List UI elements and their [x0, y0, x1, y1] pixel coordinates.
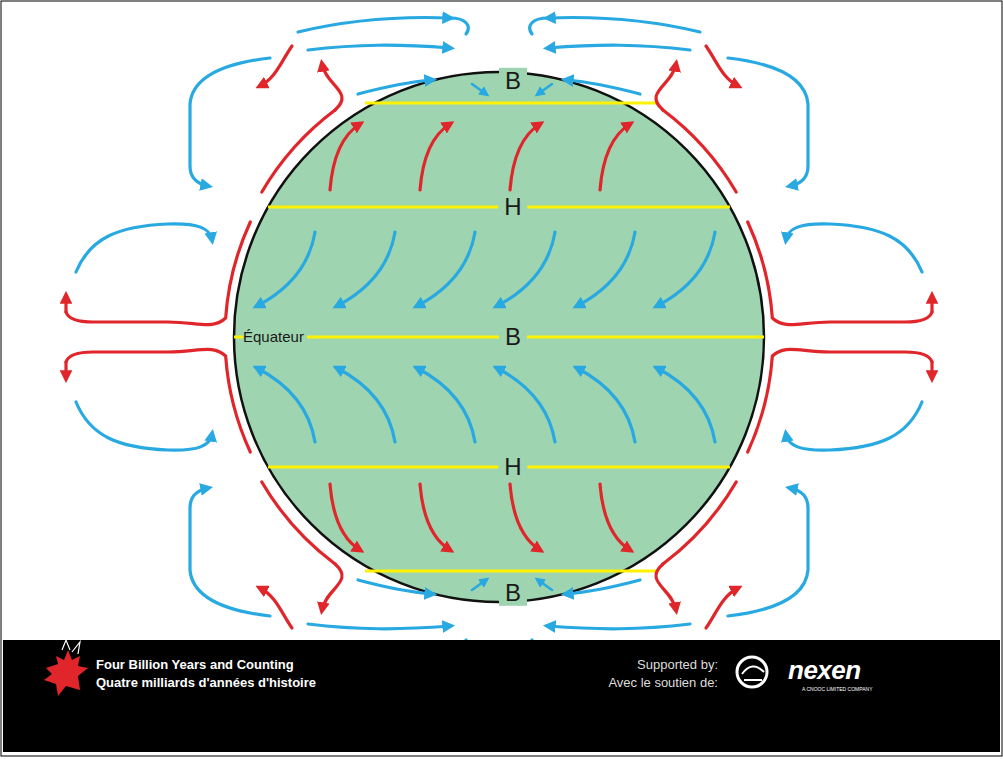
cold-wind-arrow [728, 488, 808, 616]
cold-wind-arrow [76, 224, 212, 272]
cold-wind-arrow [190, 58, 270, 186]
warm-wind-arrow [600, 124, 630, 190]
maple-leaf-logo [44, 650, 88, 696]
series-title: Four Billion Years and Counting [96, 658, 294, 672]
warm-wind-arrow [600, 484, 630, 550]
warm-wind-arrow [330, 484, 360, 550]
cold-wind-arrow [417, 368, 475, 442]
cold-wind-arrow [76, 402, 212, 450]
circulation-line [748, 349, 932, 452]
pressure-label: B [499, 68, 527, 94]
sponsor-note: Supported by: [637, 658, 718, 672]
pressure-label: H [498, 454, 527, 480]
warm-wind-arrow [420, 484, 450, 550]
sponsor-logo: nexen [788, 656, 861, 685]
circulation-line [66, 222, 250, 325]
cold-wind-arrow [657, 368, 715, 442]
cold-wind-arrow [257, 368, 315, 442]
warm-wind-arrow [706, 588, 738, 628]
warm-wind-arrow [330, 124, 360, 190]
circulation-line [530, 18, 548, 34]
circulation-line [262, 110, 335, 192]
cold-wind-arrow [190, 488, 270, 616]
cold-wind-arrow [497, 232, 555, 306]
cold-wind-arrow [358, 580, 432, 594]
cold-wind-arrow [298, 18, 450, 32]
cold-wind-arrow [577, 368, 635, 442]
footer-bar [3, 640, 1000, 752]
series-title: Quatre milliards d'années d'histoire [96, 676, 316, 690]
pressure-label: H [498, 194, 527, 220]
warm-wind-arrow [260, 588, 292, 628]
cold-wind-arrow [786, 402, 922, 450]
circulation-line [663, 482, 736, 564]
cold-wind-arrow [472, 84, 486, 94]
sponsor-note: Avec le soutien de: [608, 676, 718, 690]
cold-wind-arrow [337, 368, 395, 442]
cold-wind-arrow [337, 232, 395, 306]
warm-wind-arrow [930, 296, 933, 312]
cold-wind-arrow [358, 80, 432, 94]
latitude-line [365, 102, 657, 105]
pressure-label: B [499, 580, 527, 606]
warm-wind-arrow [322, 64, 342, 110]
warm-wind-arrow [64, 362, 67, 378]
warm-wind-arrow [260, 46, 292, 86]
warm-wind-arrow [930, 362, 933, 378]
cold-wind-arrow [728, 58, 808, 186]
equator-label: Équateur [243, 329, 307, 346]
cold-wind-arrow [657, 232, 715, 306]
circulation-line [748, 222, 932, 325]
cold-wind-arrow [577, 232, 635, 306]
globe [234, 72, 764, 602]
cold-wind-arrow [472, 580, 486, 590]
warm-wind-arrow [510, 124, 540, 190]
cold-wind-arrow [308, 624, 450, 629]
circulation-line [663, 110, 736, 192]
cold-wind-arrow [548, 624, 690, 629]
warm-wind-arrow [322, 564, 342, 610]
warm-wind-arrow [656, 564, 676, 610]
circulation-line [66, 349, 250, 452]
cold-wind-arrow [538, 84, 552, 94]
sponsor-tagline: A CNOOC LIMITED COMPANY [802, 687, 872, 693]
cold-wind-arrow [538, 580, 552, 590]
warm-wind-arrow [510, 484, 540, 550]
warm-wind-arrow [706, 46, 738, 86]
warm-wind-arrow [64, 296, 67, 312]
cold-wind-arrow [566, 80, 640, 94]
cold-wind-arrow [786, 224, 922, 272]
cold-wind-arrow [497, 368, 555, 442]
cold-wind-arrow [566, 580, 640, 594]
cold-wind-arrow [257, 232, 315, 306]
cold-wind-arrow [548, 45, 690, 50]
latitude-line [365, 570, 657, 573]
cold-wind-arrow [548, 18, 700, 32]
circulation-line [450, 18, 468, 34]
cold-wind-arrow [308, 45, 450, 50]
circulation-line [262, 482, 335, 564]
pressure-label: B [499, 324, 527, 350]
cnooc-logo [737, 657, 767, 687]
warm-wind-arrow [420, 124, 450, 190]
warm-wind-arrow [656, 64, 676, 110]
cold-wind-arrow [417, 232, 475, 306]
